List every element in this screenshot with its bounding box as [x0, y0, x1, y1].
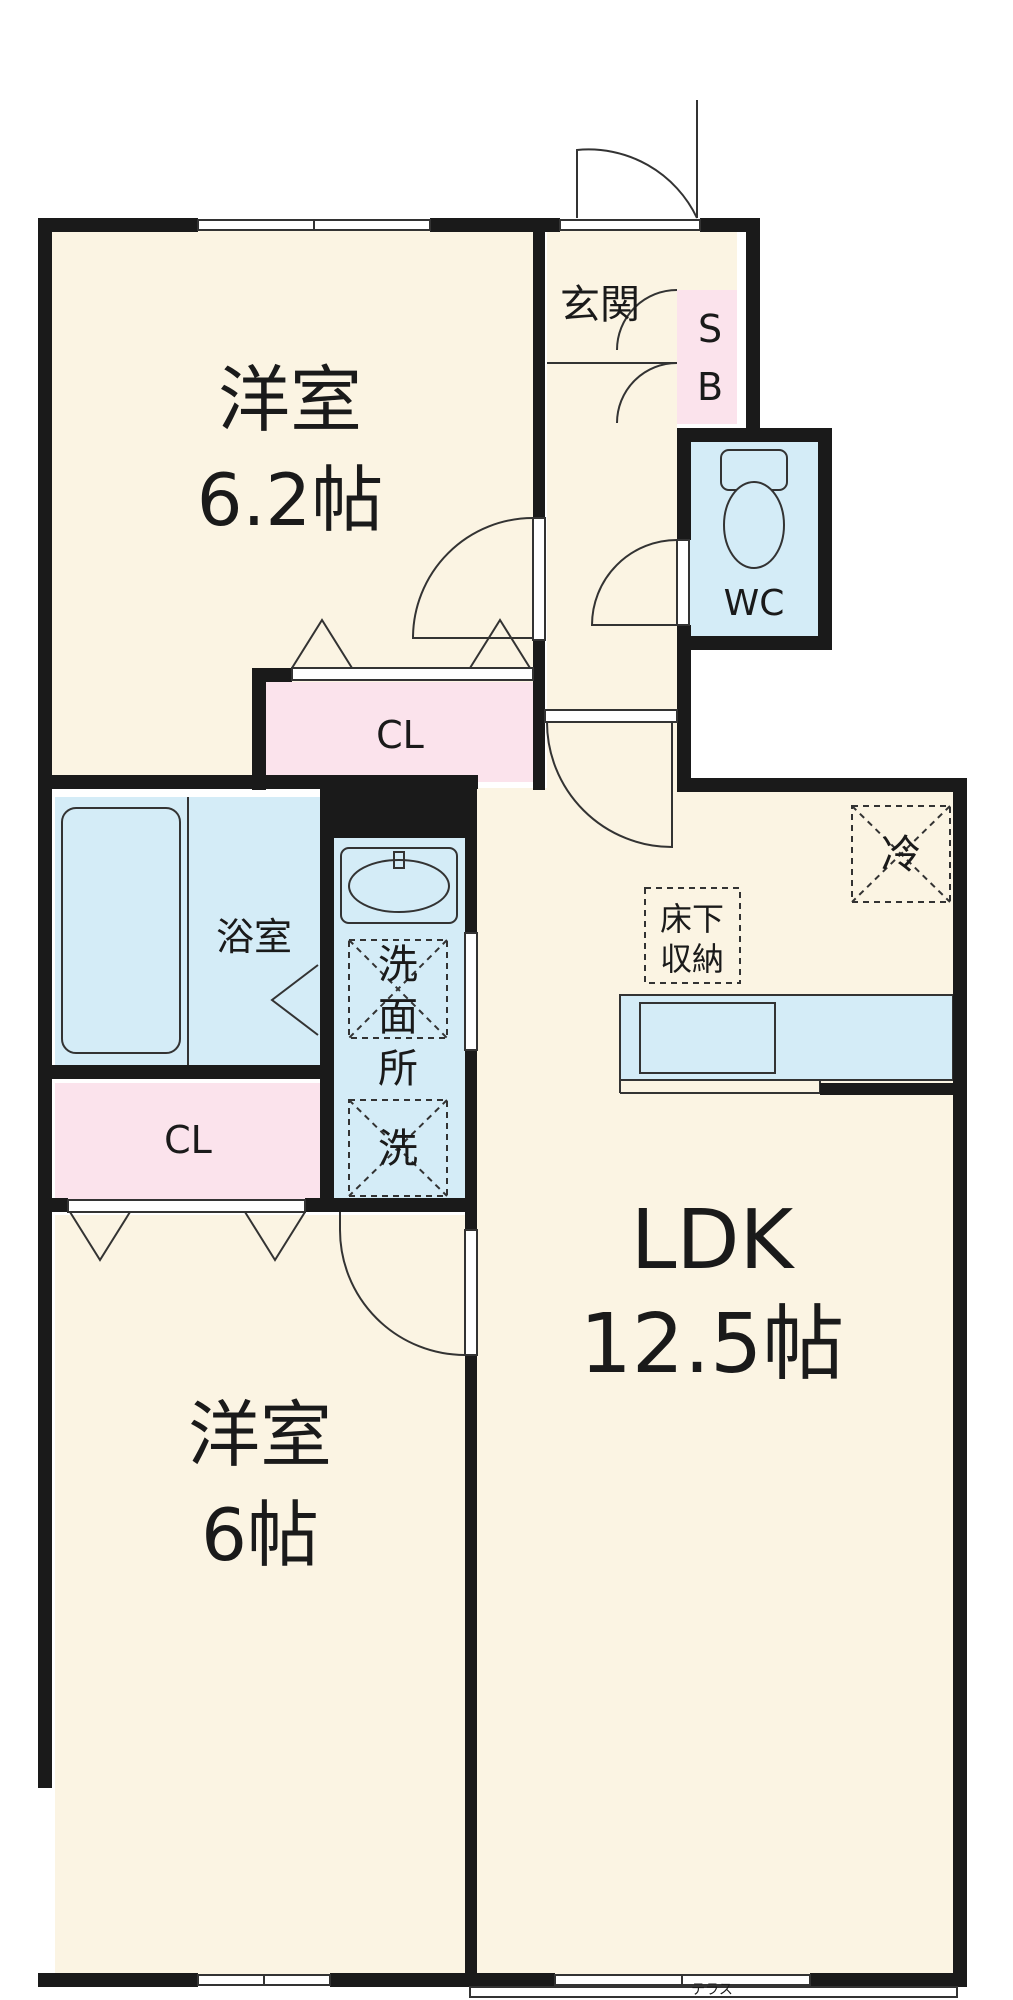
washer-space — [348, 1099, 448, 1197]
washroom-char-1: 洗 — [378, 942, 418, 988]
ldk-floor — [477, 788, 953, 1978]
closet-top-doors — [291, 667, 534, 681]
entrance-door-frame — [559, 219, 701, 231]
washbasin — [340, 847, 458, 924]
washroom-char-3: 所 — [378, 1046, 418, 1092]
bath-label: 浴室 — [216, 915, 292, 959]
ldk-name: LDK — [631, 1193, 796, 1288]
bedroom1-door-swing — [411, 517, 534, 639]
bedroom2-floor — [55, 1215, 465, 1978]
bath-door-mark — [270, 964, 319, 1036]
floor-storage-box — [644, 887, 741, 984]
terrace-label: テラス — [691, 1982, 733, 1998]
floor-storage-line1: 床下 — [660, 900, 724, 938]
closet-left-floor — [55, 1083, 320, 1201]
ldk-size: 12.5帖 — [580, 1297, 845, 1392]
bedroom2-door-swing — [339, 1212, 466, 1356]
room-fills — [47, 227, 953, 1978]
wc-door-swing — [590, 539, 678, 626]
entrance-label: 玄関 — [560, 282, 640, 328]
terrace — [469, 1986, 958, 1998]
washroom-space — [348, 939, 448, 1039]
openings — [67, 100, 811, 1986]
floor-storage-line2: 収納 — [660, 940, 724, 978]
fridge-label: 冷 — [881, 832, 921, 878]
entrance-door-swing — [576, 148, 698, 219]
fixtures — [61, 449, 954, 1197]
walls — [38, 218, 967, 1987]
bedroom1-size: 6.2帖 — [197, 458, 384, 542]
closet-left-label: CL — [164, 1118, 212, 1162]
bathtub — [61, 807, 181, 1054]
faucet — [393, 851, 405, 869]
wc-label: WC — [724, 583, 785, 624]
bedroom2-name: 洋室 — [188, 1393, 332, 1477]
washbasin-bowl — [348, 859, 450, 913]
labels: 洋室 6.2帖 玄関 S B WC CL 浴室 洗 面 所 洗 CL 冷 床下 … — [164, 282, 921, 1998]
washroom-char-2: 面 — [378, 994, 418, 1040]
ldk-door-swing — [546, 721, 673, 849]
bedroom1-name: 洋室 — [218, 358, 362, 442]
fridge-space — [851, 805, 951, 903]
washer-label: 洗 — [378, 1126, 418, 1172]
closet-left-doors — [67, 1199, 306, 1213]
shoe-box-floor — [677, 290, 737, 424]
shoe-box-s: S — [698, 307, 722, 351]
toilet-bowl — [723, 481, 785, 569]
closet-top-floor — [266, 682, 533, 782]
bedroom2-size: 6帖 — [201, 1493, 319, 1577]
hall-floor — [547, 424, 677, 794]
kitchen-sink — [639, 1002, 776, 1074]
shoe-box-b: B — [697, 365, 723, 409]
closet-top-label: CL — [376, 713, 424, 757]
